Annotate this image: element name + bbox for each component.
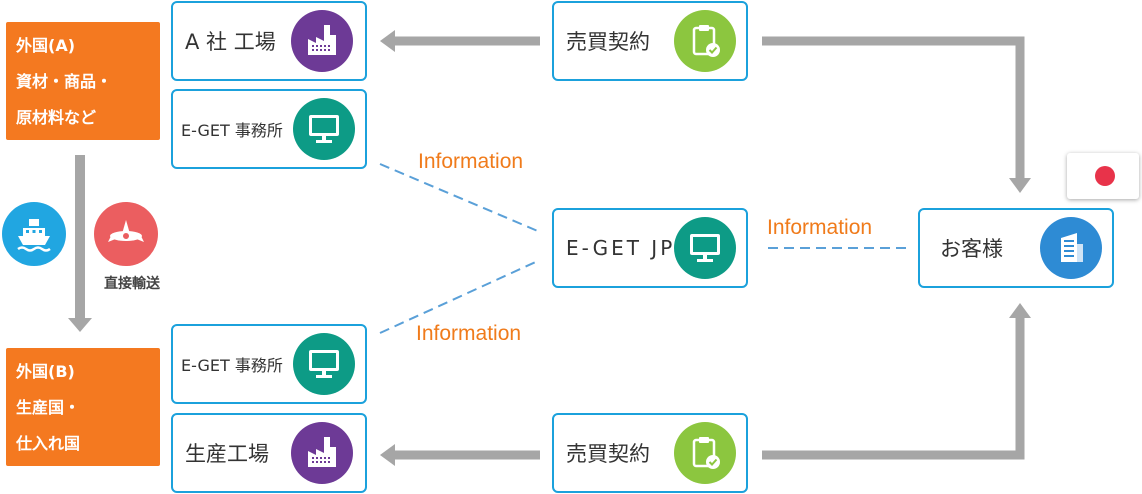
info-label-top: Information (418, 150, 524, 173)
eget-office-top-label: E-GET 事務所 (181, 121, 283, 140)
contract-top-label: 売買契約 (566, 30, 650, 54)
bottom-delivery-path (762, 318, 1025, 460)
monitor-icon (674, 217, 736, 279)
japan-flag-icon (1067, 153, 1139, 199)
country-b-line-1: 外国(B) (16, 362, 75, 381)
building-icon (1040, 217, 1102, 279)
country-a-box: 外国(A) 資材・商品・ 原材料など (6, 22, 160, 140)
plane-icon (94, 202, 158, 266)
country-a-line-3: 原材料など (16, 108, 97, 127)
bottom-delivery-arrowhead (1009, 303, 1031, 318)
top-delivery-path (762, 36, 1025, 178)
contract-bottom-label: 売買契約 (566, 442, 650, 466)
factory-icon (291, 10, 353, 72)
country-a-line-1: 外国(A) (16, 36, 76, 55)
top-contract-arrowhead (380, 30, 395, 52)
card-eget-jp: E-GET JP (552, 208, 748, 288)
vertical-flow-arrowhead (68, 318, 92, 332)
eget-office-bottom-label: E-GET 事務所 (181, 356, 283, 375)
clipboard-check-icon (674, 422, 736, 484)
country-b-box: 外国(B) 生産国・ 仕入れ国 (6, 348, 160, 466)
country-b-line-2: 生産国・ (16, 398, 81, 417)
top-delivery-arrowhead (1009, 178, 1031, 193)
factory-icon (291, 422, 353, 484)
info-label-bottom: Information (416, 322, 522, 345)
card-factory-a: A 社 工場 (171, 1, 367, 81)
card-eget-office-bottom: E-GET 事務所 (171, 324, 367, 404)
customer-label: お客様 (940, 237, 1003, 261)
card-customer: お客様 (918, 208, 1114, 288)
card-eget-office-top: E-GET 事務所 (171, 89, 367, 169)
monitor-icon (293, 333, 355, 395)
flag-sun (1095, 166, 1115, 186)
transport-caption: 直接輸送 (104, 276, 160, 292)
factory-a-label: A 社 工場 (185, 30, 276, 54)
card-contract-top: 売買契約 (552, 1, 748, 81)
card-contract-bottom: 売買契約 (552, 413, 748, 493)
info-dash-bottom (379, 259, 541, 334)
monitor-icon (293, 98, 355, 160)
clipboard-check-icon (674, 10, 736, 72)
ship-icon (2, 202, 66, 266)
country-b-line-3: 仕入れ国 (16, 434, 81, 453)
info-label-right: Information (767, 216, 873, 239)
info-dash-top (379, 163, 541, 233)
card-production-factory: 生産工場 (171, 413, 367, 493)
eget-jp-label: E-GET JP (566, 236, 676, 260)
bottom-contract-arrowhead (380, 444, 395, 466)
country-a-line-2: 資材・商品・ (16, 72, 113, 91)
production-factory-label: 生産工場 (185, 442, 269, 466)
